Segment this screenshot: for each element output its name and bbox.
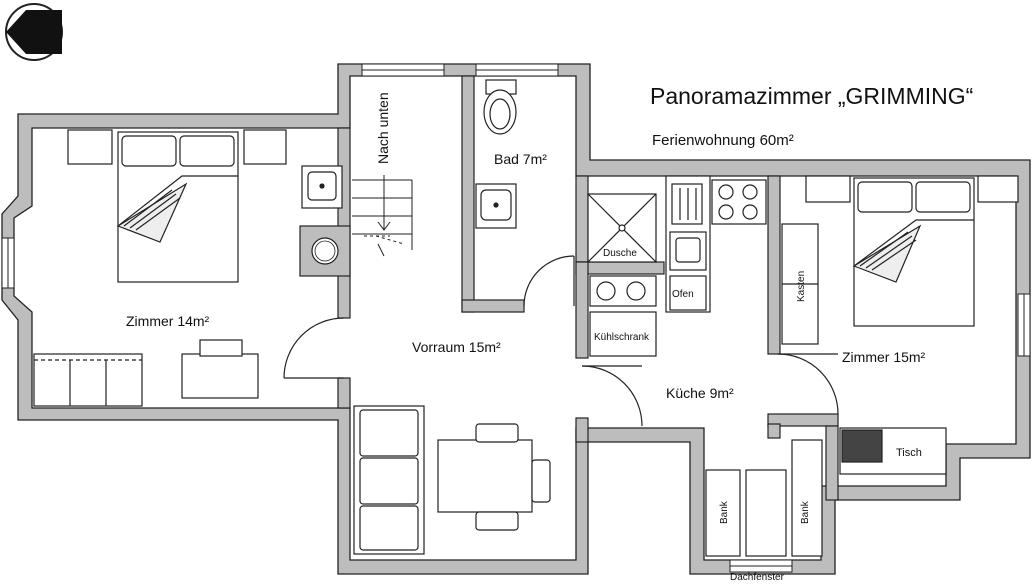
wall-stairs-bath (461, 75, 475, 313)
pillow (915, 181, 971, 213)
label-dusche: Dusche (603, 248, 637, 259)
bank-left (705, 469, 741, 557)
furniture-bad (475, 79, 517, 229)
label-bank-right: Bank (800, 500, 811, 524)
wall-kitchen-west-upper (575, 261, 589, 359)
furniture-kueche (587, 175, 823, 557)
kuehlschrank (589, 311, 657, 357)
wall-zimmer-vorraum-top (337, 127, 351, 319)
chair-tisch (841, 429, 883, 463)
room-label-vorraum: Vorraum 15m² (412, 339, 501, 355)
chair-zimmer-west (199, 339, 243, 357)
furniture-zimmer-west (33, 129, 343, 407)
wall-kitchen-west-lower (575, 417, 589, 443)
furniture-zimmer-east (781, 175, 1019, 475)
north-arrow-icon: N (5, 3, 63, 61)
door-zimmer-west (283, 317, 345, 379)
chimney-flue (311, 237, 339, 265)
room-label-bad: Bad 7m² (494, 151, 547, 167)
dining-table (437, 439, 533, 513)
furniture-vorraum (353, 405, 551, 555)
label-kuehlschrank: Kühlschrank (594, 332, 650, 343)
windows (1, 63, 1031, 573)
wall-tisch-niche (825, 425, 839, 501)
label-kasten: Kasten (796, 271, 807, 302)
wall-room-bottom (767, 413, 839, 427)
label-dachfenster: Dachfenster (730, 572, 785, 583)
plan-subtitle: Ferienwohnung 60m² (652, 132, 794, 149)
label-bank-left: Bank (719, 500, 730, 524)
room-label-zimmer-east: Zimmer 15m² (842, 349, 926, 365)
compass-letter: N (37, 26, 54, 38)
chair (531, 459, 551, 503)
wall-kitchen-block-top (575, 261, 665, 275)
door-zimmer-east (777, 353, 839, 415)
doors (283, 255, 839, 427)
bank-right (791, 439, 823, 557)
ofen (669, 275, 707, 311)
wall-zimmer-vorraum-bottom (337, 377, 351, 409)
chair (475, 511, 519, 531)
pillow (121, 135, 177, 167)
pillow (857, 181, 913, 213)
door-kueche (581, 365, 643, 427)
outer-walls (1, 63, 1031, 575)
nightstand-right (243, 129, 287, 165)
table-kueche (745, 469, 787, 557)
nightstand-right (977, 175, 1019, 203)
wall-kitchen-room (767, 175, 781, 355)
door-bad (523, 255, 575, 307)
wall-bath-east (575, 175, 589, 263)
pillow (179, 135, 235, 167)
chair (475, 423, 519, 443)
label-tisch: Tisch (896, 447, 922, 459)
tisch (839, 427, 947, 475)
wall-bath-bottom (461, 299, 525, 313)
desk-zimmer-west (181, 353, 259, 399)
stove (711, 179, 767, 225)
room-label-kueche: Küche 9m² (666, 385, 734, 401)
inner-walls (299, 75, 839, 501)
plan-title: Panoramazimmer „GRIMMING“ (650, 83, 973, 109)
nightstand-left (805, 175, 851, 203)
stairs (352, 175, 413, 257)
label-nach-unten: Nach unten (375, 92, 391, 164)
wardrobe-west (33, 353, 143, 407)
label-ofen: Ofen (672, 289, 694, 300)
room-label-zimmer-west: Zimmer 14m² (126, 313, 210, 329)
nightstand-left (67, 129, 113, 165)
